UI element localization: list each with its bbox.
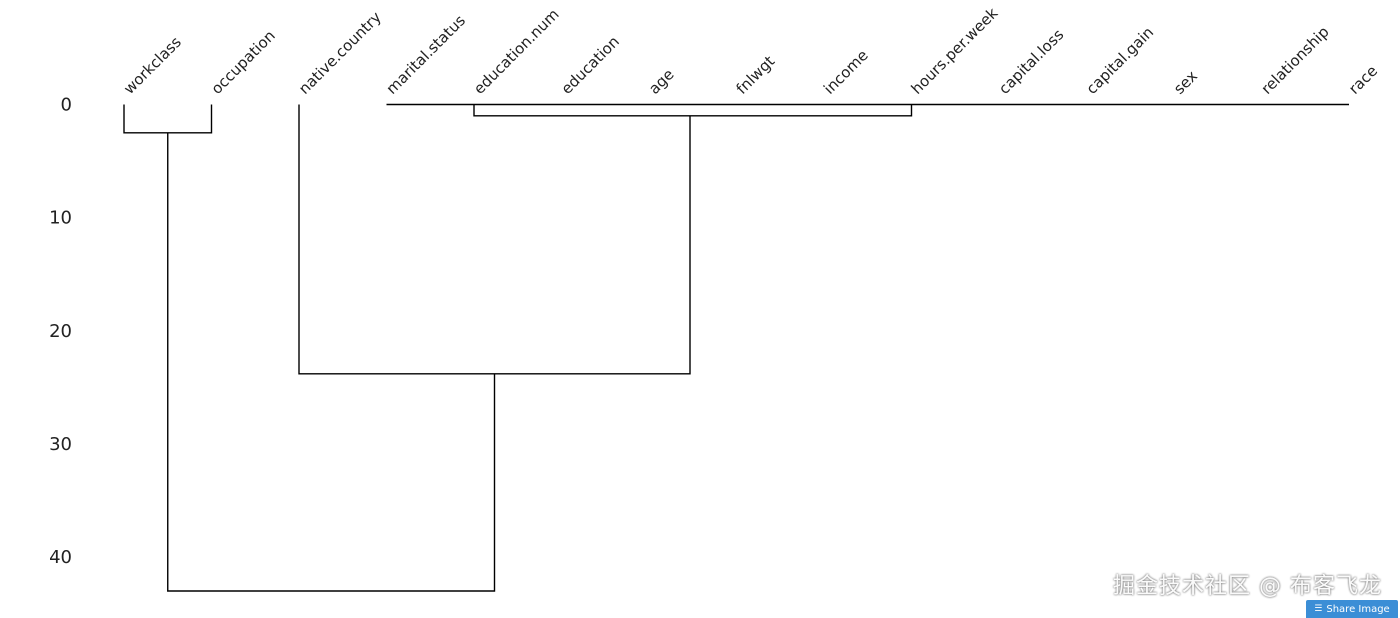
leaf-label-capital-loss: capital.loss bbox=[995, 25, 1067, 97]
y-tick-label: 40 bbox=[49, 547, 72, 568]
leaf-label-race: race bbox=[1345, 62, 1381, 98]
branch-root bbox=[167, 132, 496, 592]
leaf-label-education: education bbox=[558, 32, 623, 97]
y-tick-label: 20 bbox=[49, 321, 72, 342]
branch-native-country bbox=[298, 104, 691, 375]
leaf-label-relationship: relationship bbox=[1258, 23, 1333, 98]
leaf-label-native-country: native.country bbox=[295, 8, 385, 98]
share-image-button[interactable]: ☰ Share Image bbox=[1306, 600, 1398, 618]
y-axis: 0 10 20 30 40 bbox=[49, 95, 72, 569]
leaf-label-income: income bbox=[820, 46, 872, 98]
leaf-label-workclass: workclass bbox=[120, 33, 185, 98]
leaf-label-hours-per-week: hours.per.week bbox=[908, 4, 1002, 98]
leaf-label-fnlwgt: fnlwgt bbox=[733, 52, 779, 98]
watermark: 掘金技术社区 @ 布客飞龙 bbox=[1113, 574, 1382, 599]
y-tick-label: 0 bbox=[61, 95, 72, 116]
leaf-label-occupation: occupation bbox=[208, 27, 279, 98]
branch-workclass-occupation bbox=[123, 104, 213, 134]
y-tick-label: 30 bbox=[49, 434, 72, 455]
leaf-label-capital-gain: capital.gain bbox=[1083, 23, 1158, 98]
share-image-label: Share Image bbox=[1326, 603, 1390, 615]
dendrogram-branches bbox=[123, 103, 1349, 592]
leaf-label-age: age bbox=[645, 65, 677, 97]
leaf-label-education-num: education.num bbox=[470, 5, 563, 98]
leaf-label-marital-status: marital.status bbox=[383, 11, 470, 98]
layers-icon: ☰ bbox=[1314, 604, 1323, 614]
branch-cluster-low bbox=[473, 104, 913, 117]
leaf-label-sex: sex bbox=[1170, 67, 1201, 98]
y-tick-label: 10 bbox=[49, 208, 72, 229]
